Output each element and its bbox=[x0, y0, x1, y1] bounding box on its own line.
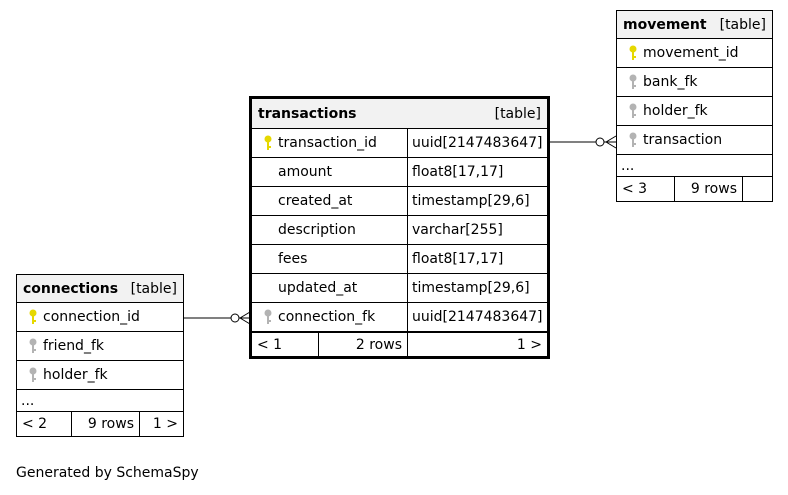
column-name: fees bbox=[278, 251, 308, 267]
column-cell: transaction bbox=[617, 126, 722, 154]
relationship-connections-transactions bbox=[184, 311, 251, 325]
column-cell: created_at bbox=[252, 187, 407, 215]
table-row[interactable]: transaction bbox=[617, 126, 772, 155]
table-header[interactable]: transactions [table] bbox=[252, 99, 547, 129]
column-cell: friend_fk bbox=[17, 332, 104, 360]
more-columns-ellipsis: ... bbox=[17, 390, 183, 412]
table-tag: [table] bbox=[494, 105, 541, 122]
primary-key-icon bbox=[258, 133, 278, 153]
table-row[interactable]: holder_fk bbox=[617, 97, 772, 126]
table-name: connections bbox=[23, 280, 119, 297]
table-row[interactable]: bank_fk bbox=[617, 68, 772, 97]
column-type: timestamp[29,6] bbox=[407, 274, 547, 302]
foreign-key-icon bbox=[258, 307, 278, 327]
table-footer: < 2 9 rows 1 > bbox=[17, 412, 183, 436]
column-name: bank_fk bbox=[643, 74, 698, 90]
column-type: timestamp[29,6] bbox=[407, 187, 547, 215]
column-name: connection_fk bbox=[278, 309, 376, 325]
column-name: holder_fk bbox=[643, 103, 708, 119]
parents-count[interactable]: < 1 bbox=[257, 336, 283, 353]
column-name: description bbox=[278, 222, 356, 238]
column-cell: updated_at bbox=[252, 274, 407, 302]
table-transactions[interactable]: transactions [table] transaction_id uuid… bbox=[249, 96, 550, 359]
column-name: created_at bbox=[278, 193, 353, 209]
column-name: friend_fk bbox=[43, 338, 104, 354]
children-count[interactable]: 1 > bbox=[407, 333, 547, 356]
table-row[interactable]: updated_at timestamp[29,6] bbox=[252, 274, 547, 303]
row-count: 9 rows bbox=[71, 412, 139, 436]
table-header[interactable]: connections [table] bbox=[17, 275, 183, 303]
table-row[interactable]: connection_fk uuid[2147483647] bbox=[252, 303, 547, 332]
table-header[interactable]: movement [table] bbox=[617, 11, 772, 39]
more-columns-ellipsis: ... bbox=[617, 155, 772, 177]
column-type: float8[17,17] bbox=[407, 245, 547, 273]
table-row[interactable]: friend_fk bbox=[17, 332, 183, 361]
table-row[interactable]: transaction_id uuid[2147483647] bbox=[252, 129, 547, 158]
foreign-key-icon bbox=[623, 72, 643, 92]
column-cell: fees bbox=[252, 245, 407, 273]
children-count[interactable]: 1 > bbox=[139, 412, 183, 436]
table-row[interactable]: movement_id bbox=[617, 39, 772, 68]
table-row[interactable]: created_at timestamp[29,6] bbox=[252, 187, 547, 216]
table-name: transactions bbox=[258, 105, 357, 122]
column-name: amount bbox=[278, 164, 333, 180]
column-cell: holder_fk bbox=[617, 97, 708, 125]
column-name: holder_fk bbox=[43, 367, 108, 383]
parents-count[interactable]: < 3 bbox=[622, 181, 648, 197]
table-row[interactable]: holder_fk bbox=[17, 361, 183, 390]
column-cell: description bbox=[252, 216, 407, 244]
relationship-transactions-movement bbox=[548, 135, 617, 149]
table-row[interactable]: description varchar[255] bbox=[252, 216, 547, 245]
column-name: transaction_id bbox=[278, 135, 377, 151]
column-type: float8[17,17] bbox=[407, 158, 547, 186]
column-type: uuid[2147483647] bbox=[407, 303, 547, 331]
table-connections[interactable]: connections [table] connection_id friend… bbox=[16, 274, 184, 437]
primary-key-icon bbox=[623, 43, 643, 63]
column-name: updated_at bbox=[278, 280, 358, 296]
column-cell: transaction_id bbox=[252, 129, 407, 157]
table-movement[interactable]: movement [table] movement_id bank_fk hol… bbox=[616, 10, 773, 202]
children-count[interactable] bbox=[742, 177, 772, 201]
column-name: movement_id bbox=[643, 45, 739, 61]
foreign-key-icon bbox=[23, 336, 43, 356]
column-cell: holder_fk bbox=[17, 361, 108, 389]
row-count: 9 rows bbox=[674, 177, 742, 201]
primary-key-icon bbox=[23, 307, 43, 327]
foreign-key-icon bbox=[623, 130, 643, 150]
table-row[interactable]: amount float8[17,17] bbox=[252, 158, 547, 187]
table-row[interactable]: connection_id bbox=[17, 303, 183, 332]
table-name: movement bbox=[623, 16, 707, 33]
foreign-key-icon bbox=[623, 101, 643, 121]
table-row[interactable]: fees float8[17,17] bbox=[252, 245, 547, 274]
column-cell: connection_fk bbox=[252, 303, 407, 331]
column-cell: bank_fk bbox=[617, 68, 697, 96]
column-cell: amount bbox=[252, 158, 407, 186]
table-footer: < 3 9 rows bbox=[617, 177, 772, 201]
table-tag: [table] bbox=[130, 280, 177, 297]
column-type: varchar[255] bbox=[407, 216, 547, 244]
foreign-key-icon bbox=[23, 365, 43, 385]
table-footer: < 1 2 rows 1 > bbox=[252, 332, 547, 356]
parents-count[interactable]: < 2 bbox=[22, 416, 48, 432]
column-name: transaction bbox=[643, 132, 723, 148]
column-cell: movement_id bbox=[617, 39, 739, 67]
row-count: 2 rows bbox=[318, 333, 407, 356]
column-cell: connection_id bbox=[17, 303, 140, 331]
column-type: uuid[2147483647] bbox=[407, 129, 547, 157]
table-tag: [table] bbox=[719, 16, 766, 33]
column-name: connection_id bbox=[43, 309, 140, 325]
generated-by-note: Generated by SchemaSpy bbox=[16, 465, 199, 481]
